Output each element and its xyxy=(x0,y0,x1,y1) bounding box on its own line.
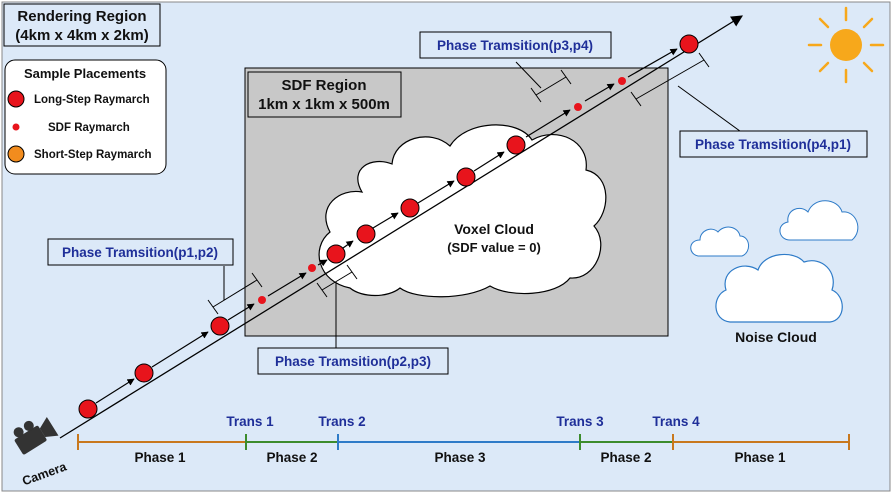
trans-label-3: Trans 3 xyxy=(556,414,604,429)
voxel-cloud-subtitle: (SDF value = 0) xyxy=(447,240,541,255)
svg-text:Phase Tramsition(p3,p4): Phase Tramsition(p3,p4) xyxy=(437,38,593,53)
trans-label-1: Trans 1 xyxy=(226,414,274,429)
svg-text:Phase Tramsition(p4,p1): Phase Tramsition(p4,p1) xyxy=(695,137,851,152)
legend-title: Sample Placements xyxy=(24,66,146,81)
sample-sdf xyxy=(258,296,266,304)
sun-icon xyxy=(807,6,885,84)
sample-long-step xyxy=(400,198,420,218)
phase-label: Phase 1 xyxy=(734,450,786,465)
sample-sdf xyxy=(574,103,582,111)
phase-timeline xyxy=(77,434,850,450)
sample-long-step xyxy=(356,224,376,244)
phase-transition-label-p1p2: Phase Tramsition(p1,p2) xyxy=(47,238,234,266)
sdf-region-title-box xyxy=(247,71,402,118)
sample-long-step xyxy=(506,135,526,155)
voxel-cloud-title: Voxel Cloud xyxy=(454,221,534,237)
voxel-cloud-shape xyxy=(318,124,607,298)
sdf-samples xyxy=(258,77,626,304)
sample-sdf xyxy=(308,264,316,272)
sdf-region-title: SDF Region xyxy=(282,77,367,94)
phase-transition-label-p4p1: Phase Tramsition(p4,p1) xyxy=(679,130,868,158)
legend-item-short-step: Short-Step Raymarch xyxy=(34,149,152,161)
camera-icon xyxy=(13,417,59,455)
sample-long-step xyxy=(456,167,476,187)
phase-label: Phase 3 xyxy=(434,450,486,465)
phase-transition-label-p2p3: Phase Tramsition(p2,p3) xyxy=(257,347,449,375)
legend: Sample Placements Long-Step Raymarch SDF… xyxy=(4,59,167,175)
large-red-circle-icon xyxy=(7,90,25,108)
phase-label: Phase 1 xyxy=(134,450,186,465)
camera-ray xyxy=(59,15,743,439)
trans-label-4: Trans 4 xyxy=(652,414,700,429)
orange-circle-icon xyxy=(7,145,25,163)
small-cloud-icon xyxy=(690,226,749,257)
sdf-region-size: 1km x 1km x 500m xyxy=(258,96,390,113)
sample-long-step xyxy=(210,316,230,336)
rendering-region-size: (4km x 4km x 2km) xyxy=(15,27,148,44)
sample-long-step xyxy=(326,244,346,264)
sample-long-step xyxy=(78,399,98,419)
phase-label: Phase 2 xyxy=(266,450,317,465)
svg-text:Phase Tramsition(p2,p3): Phase Tramsition(p2,p3) xyxy=(275,354,431,369)
legend-item-sdf: SDF Raymarch xyxy=(48,122,130,134)
sample-long-step xyxy=(679,34,699,54)
noise-cloud-shape xyxy=(715,253,843,323)
noise-cloud-label: Noise Cloud xyxy=(735,329,817,345)
ray-step-arrows xyxy=(95,48,678,404)
trans-label-2: Trans 2 xyxy=(318,414,365,429)
rendering-region-title: Rendering Region xyxy=(17,8,146,25)
transition-brackets xyxy=(207,52,745,348)
long-step-samples xyxy=(78,34,699,419)
phase-transition-label-p3p4: Phase Tramsition(p3,p4) xyxy=(419,31,612,59)
small-red-dot-icon xyxy=(12,123,20,131)
svg-text:Phase Tramsition(p1,p2): Phase Tramsition(p1,p2) xyxy=(62,245,218,260)
rendering-region-title-box xyxy=(3,3,161,47)
phase-label: Phase 2 xyxy=(600,450,651,465)
sample-long-step xyxy=(134,363,154,383)
legend-item-long-step: Long-Step Raymarch xyxy=(34,94,150,106)
small-cloud-icon xyxy=(779,200,859,241)
sample-sdf xyxy=(618,77,626,85)
